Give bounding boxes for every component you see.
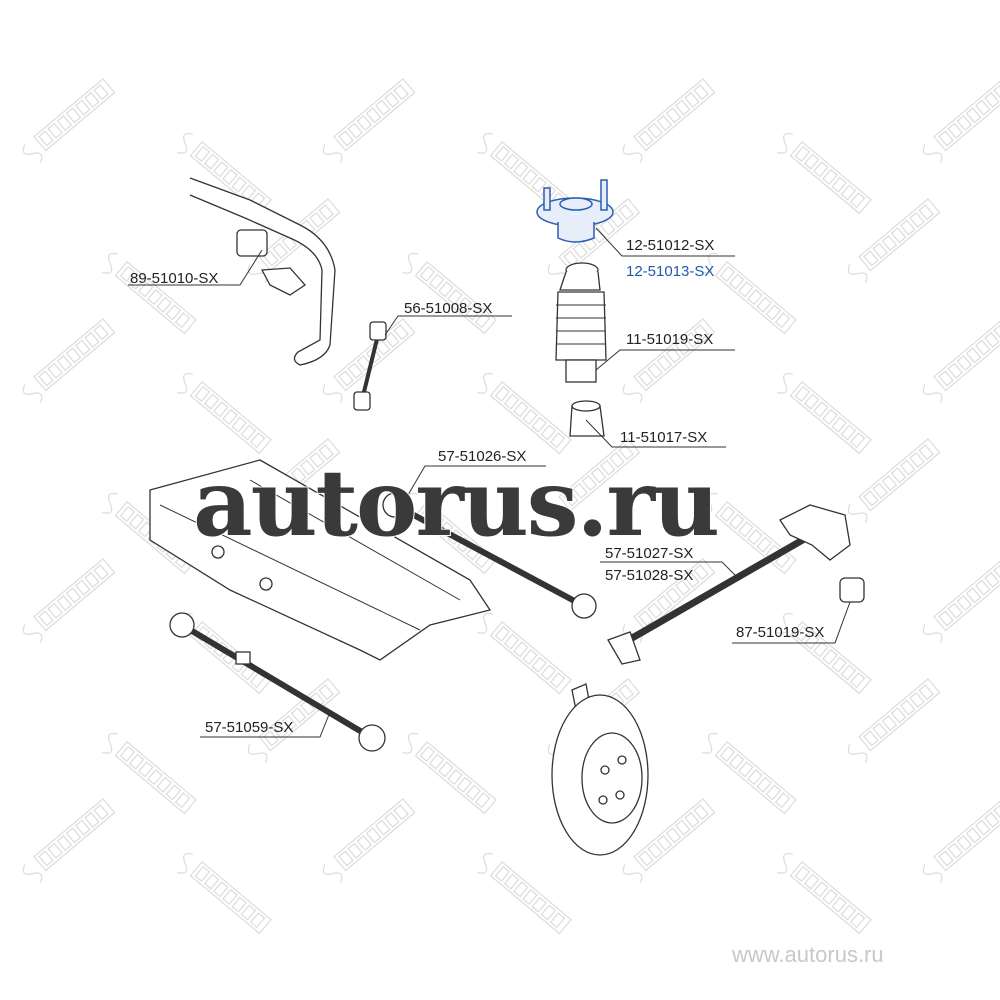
part-label-57-51059[interactable]: 57-51059-SX [205, 719, 293, 736]
stellox-logo-watermark [922, 558, 1000, 644]
bushing-87-51019 [839, 577, 865, 603]
subframe [149, 459, 492, 661]
stellox-logo-watermark [22, 558, 116, 644]
stellox-logo-watermark [177, 372, 272, 455]
stellox-logo-watermark [622, 318, 716, 404]
part-label-57-51027[interactable]: 57-51027-SX [605, 545, 693, 562]
part-label-11-51019[interactable]: 11-51019-SX [626, 331, 713, 348]
stellox-logo-watermark [322, 78, 416, 164]
stellox-logo-watermark [22, 78, 116, 164]
stellox-logo-watermark [922, 78, 1000, 164]
stellox-logo-watermark [847, 438, 941, 524]
stellox-logo-watermark [102, 252, 197, 335]
stellox-logo-watermark [22, 318, 116, 404]
part-label-56-51008[interactable]: 56-51008-SX [404, 300, 492, 317]
lateral-arm-57-51026 [382, 492, 597, 619]
stellox-logo-watermark [702, 252, 797, 335]
stellox-logo-watermark [777, 852, 872, 935]
part-label-12-51012[interactable]: 12-51012-SX [626, 237, 714, 254]
stellox-logo-watermark [922, 798, 1000, 884]
stellox-logo-watermark [777, 612, 872, 695]
part-label-57-51028[interactable]: 57-51028-SX [605, 567, 693, 584]
brake-disc [551, 683, 649, 856]
stellox-logo-watermark [622, 558, 716, 644]
bump-stop-11-51017 [569, 400, 605, 437]
stellox-logo-watermark [777, 372, 872, 455]
lower-arm-57-51059 [169, 612, 386, 752]
stellox-logo-watermark [702, 732, 797, 815]
stabilizer-bar [189, 177, 336, 366]
stellox-logo-watermark [547, 438, 641, 524]
stellox-logo-watermark [402, 252, 497, 335]
stellox-logo-watermark [922, 318, 1000, 404]
part-label-11-51017[interactable]: 11-51017-SX [620, 429, 707, 446]
stellox-logo-watermark [847, 678, 941, 764]
stellox-logo-watermark [622, 78, 716, 164]
part-label-87-51019[interactable]: 87-51019-SX [736, 624, 824, 641]
dust-boot-11-51019 [555, 262, 607, 383]
strut-mount-12-51012 [536, 179, 614, 243]
leader-lines [128, 227, 851, 738]
part-label-12-51013[interactable]: 12-51013-SX [626, 263, 714, 280]
stabilizer-bushing-89-51010 [236, 229, 306, 296]
autorus-watermark: autorus.ru [193, 449, 718, 557]
site-url: www.autorus.ru [731, 942, 884, 967]
stellox-logo-watermark [622, 798, 716, 884]
stellox-logo-watermark [777, 132, 872, 215]
stellox-logo-watermark [402, 732, 497, 815]
stellox-logo-watermark [477, 612, 572, 695]
stabilizer-link-56-51008 [353, 321, 387, 411]
stellox-logo-watermark [847, 198, 941, 284]
stellox-logo-watermark [322, 798, 416, 884]
trailing-arm-57-51027 [607, 504, 851, 665]
part-label-57-51026[interactable]: 57-51026-SX [438, 448, 526, 465]
stellox-logo-watermark [477, 372, 572, 455]
part-label-89-51010[interactable]: 89-51010-SX [130, 270, 218, 287]
stellox-logo-watermark [177, 852, 272, 935]
stellox-logo-watermark [102, 732, 197, 815]
stellox-logo-watermark [22, 798, 116, 884]
stellox-logo-watermark [477, 852, 572, 935]
